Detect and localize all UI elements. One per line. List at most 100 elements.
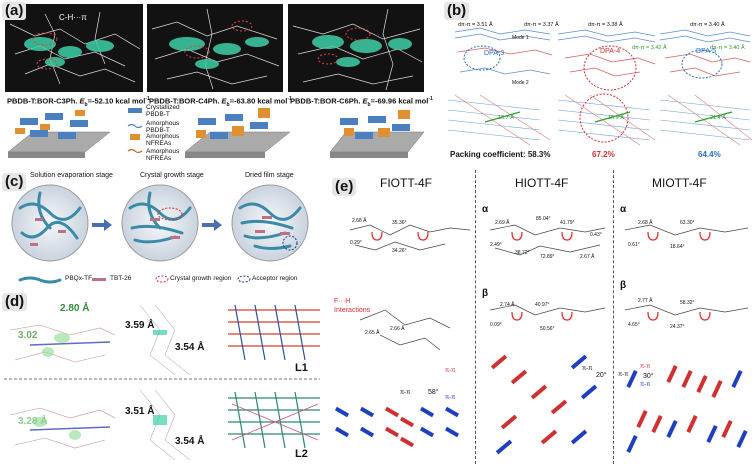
b-dpa-5: DPA-5 — [696, 48, 717, 55]
e-h-a1: 2.49° — [490, 242, 502, 248]
e-f-pipi-2: π-π — [400, 390, 411, 396]
e-m-a1: 0.61° — [628, 242, 640, 248]
a-caption-2: PBDB-T:BOR-C4Ph. Eb=-63.80 kcal mol-1 — [149, 96, 292, 108]
c-legend-3: Crystal growth region — [170, 275, 232, 282]
d-top-dist-a: 2.80 Å — [60, 303, 90, 314]
e-f-d3: 2.66 Å — [390, 326, 405, 332]
e-h-b3: 50.56° — [540, 326, 555, 332]
e-f-a1: 0.29° — [350, 240, 362, 246]
e-f-d1: 2.68 Å — [352, 218, 367, 224]
c-stage-circles — [11, 184, 309, 284]
e-title-fiott: FIOTT-4F — [380, 176, 432, 190]
b-grid-2: 16.9 Å — [608, 115, 624, 121]
panel-label-b: (b) — [444, 2, 470, 20]
d-top-dist-c: 3.59 Å — [125, 320, 155, 331]
c-legend-2: TBT-26 — [110, 275, 132, 282]
a-view-2 — [147, 4, 283, 92]
b-pack-value-3: 64.4% — [698, 150, 721, 159]
e-m-b3: 24.37° — [670, 324, 685, 330]
e-m-a2: 63.30° — [680, 220, 695, 226]
d-bottom-dist-d: 3.54 Å — [175, 436, 205, 447]
e-h-a5: 72.89° — [540, 254, 555, 260]
a-legend-3: Amorphous NFREAs — [146, 133, 180, 147]
d-bottom-name: L2 — [295, 448, 308, 460]
b-ds-1a: dπ-π = 3.51 Å — [458, 22, 493, 28]
e-f-a2: 35.36° — [392, 220, 407, 226]
e-f-pipi-3: π-π — [445, 395, 456, 401]
e-h-a6: 0.43° — [590, 232, 602, 238]
e-separator-1 — [475, 170, 476, 464]
panel-c: (c) Solution evaporation stage Crystal g… — [0, 168, 325, 288]
d-top-dist-d: 3.54 Å — [175, 342, 205, 353]
panel-label-d: (d) — [2, 293, 28, 311]
e-separator-2 — [613, 170, 614, 464]
b-grid-3: 21.4 Å — [710, 115, 726, 121]
c-legend-4: Acceptor region — [252, 275, 298, 282]
b-ds-1b: dπ-π = 3.37 Å — [524, 22, 559, 28]
e-h-a3: 41.79° — [560, 220, 575, 226]
e-f-fh: F···H — [334, 298, 351, 305]
b-pack-label: Packing coefficient: 58.3% — [450, 150, 551, 159]
e-h-b0: 2.74 Å — [500, 302, 515, 308]
e-title-hiott: HIOTT-4F — [515, 176, 569, 190]
a-molecule-3 — [292, 8, 423, 91]
e-structures — [334, 224, 749, 455]
e-h-alpha: α — [482, 204, 489, 215]
d-packing-diagram — [4, 304, 320, 461]
panel-label-a: (a) — [2, 2, 27, 20]
b-ds-3a: dπ-π = 3.40 Å — [690, 22, 725, 28]
b-pack-value-2: 67.2% — [592, 150, 615, 159]
a-legend-4: Amorphous NFREAs — [146, 148, 180, 162]
panel-label-c: (c) — [2, 173, 27, 191]
d-bottom-dist-a: 3.28 Å — [18, 416, 48, 427]
a-legend-1: Crystallized PBDB-T — [146, 104, 180, 118]
e-m-ang: 30° — [643, 373, 654, 380]
c-legend-1: PBQx-TF — [65, 275, 93, 282]
e-h-beta: β — [482, 288, 489, 299]
e-m-pipi-3: π-π — [640, 382, 651, 388]
e-m-pipi-2: π-π — [640, 364, 651, 370]
e-h-b1: 0.09° — [490, 322, 502, 328]
e-h-a7: 2.67 Å — [580, 254, 595, 260]
e-f-fh2: Interactions — [334, 307, 371, 314]
e-m-beta: β — [620, 280, 627, 291]
a-caption-3: PBDB-T:BOR-C6Ph. Eb=-69.96 kcal mol-1 — [290, 96, 433, 108]
b-mode2: Mode 2 — [512, 80, 529, 86]
c-stage-1: Solution evaporation stage — [30, 172, 113, 179]
e-h-ang: 20° — [596, 372, 607, 379]
c-stage-2: Crystal growth stage — [140, 172, 204, 179]
panel-label-e: (e) — [332, 178, 357, 196]
a-molecule-2 — [151, 8, 280, 90]
d-bottom-dist-c: 3.51 Å — [125, 406, 155, 417]
b-ds-2b: dπ-π = 3.42 Å — [632, 45, 667, 51]
b-dpa-4: DPA-4 — [600, 48, 621, 55]
e-m-b0: 2.77 Å — [638, 298, 653, 304]
panel-e: (e) FIOTT-4F HIOTT-4F MIOTT-4F — [330, 170, 754, 464]
a-view-3 — [288, 4, 424, 92]
e-m-alpha: α — [620, 204, 627, 215]
a-annot-chpi: C-H···π — [59, 13, 87, 22]
e-title-miott: MIOTT-4F — [652, 176, 707, 190]
e-f-d2: 2.65 Å — [365, 330, 380, 336]
e-h-b2: 40.97° — [535, 302, 550, 308]
d-top-dist-b: 3.02 — [18, 330, 38, 341]
b-stacking-diagram — [447, 27, 753, 146]
b-grid-1: 16.7 Å — [498, 115, 514, 121]
e-f-ang: 58° — [428, 389, 439, 396]
panel-b: (b) — [440, 0, 754, 165]
a-legend-2: Amorphous PBDB-T — [146, 120, 180, 134]
e-h-a4: 38.72° — [515, 250, 530, 256]
panel-d: (d) 2.80 Å 3.02 3.59 Å 3.54 Å L1 3.28 — [0, 290, 325, 464]
e-m-a3: 18.64° — [670, 244, 685, 250]
b-ds-3b: dπ-π = 3.40 Å — [710, 45, 745, 51]
a-morphology-blocks — [7, 108, 425, 158]
d-top-name: L1 — [295, 362, 308, 374]
e-m-b1: 4.65° — [628, 322, 640, 328]
e-h-pipi: π-π — [582, 366, 593, 372]
e-h-a0: 2.69 Å — [495, 220, 510, 226]
b-dpa-3: DPA-3 — [484, 50, 505, 57]
b-mode1: Mode 1 — [512, 35, 529, 41]
e-f-a3: 34.26° — [392, 248, 407, 254]
e-m-b2: 58.32° — [680, 300, 695, 306]
e-m-pipi-1: π-π — [618, 372, 629, 378]
